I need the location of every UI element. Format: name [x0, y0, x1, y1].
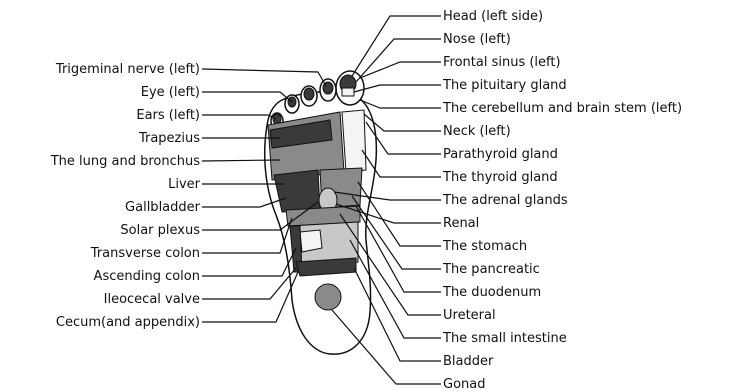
label-pancreatic: The pancreatic: [442, 262, 540, 277]
label-frontal: Frontal sinus (left): [443, 55, 561, 70]
label-pituitary: The pituitary gland: [442, 78, 567, 93]
leader-neck: [364, 114, 441, 131]
label-gonad: Gonad: [443, 377, 486, 392]
label-duodenum: The duodenum: [442, 285, 541, 300]
gonad-zone: [315, 284, 341, 310]
label-head: Head (left side): [443, 9, 543, 24]
label-solar: Solar plexus: [120, 223, 200, 238]
label-cecum: Cecum(and appendix): [56, 315, 200, 330]
label-lung: The lung and bronchus: [50, 154, 201, 169]
leader-eye: [202, 92, 292, 102]
label-transverse: Transverse colon: [90, 246, 200, 261]
label-gallbladder: Gallbladder: [125, 200, 201, 215]
label-liver: Liver: [168, 177, 201, 192]
leader-ascending: [202, 248, 296, 276]
label-ileocecal: Ileocecal valve: [104, 292, 200, 307]
leader-ears: [202, 115, 276, 119]
leader-cecum: [202, 272, 298, 322]
label-ascending: Ascending colon: [94, 269, 200, 284]
third-toe-zone: [304, 88, 314, 100]
label-stomach: The stomach: [442, 239, 527, 254]
leader-cerebellum: [360, 100, 441, 108]
intestine-pattern: [300, 230, 322, 252]
label-adrenal: The adrenal glands: [442, 193, 568, 208]
label-nose: Nose (left): [443, 32, 511, 47]
label-bladder: Bladder: [443, 354, 494, 369]
label-eye: Eye (left): [141, 85, 200, 100]
right-label-group: Head (left side) Nose (left) Frontal sin…: [332, 9, 682, 392]
leader-pituitary: [354, 85, 441, 92]
leader-parathyroid: [366, 122, 441, 154]
label-thyroid: The thyroid gland: [442, 170, 558, 185]
leader-head: [352, 16, 441, 76]
label-trigeminal: Trigeminal nerve (left): [55, 62, 200, 77]
label-cerebellum: The cerebellum and brain stem (left): [442, 101, 682, 116]
leader-nose: [356, 39, 441, 82]
label-trapezius: Trapezius: [138, 131, 200, 146]
label-renal: Renal: [443, 216, 479, 231]
label-ureteral: Ureteral: [443, 308, 496, 323]
thyroid-zone: [342, 110, 366, 172]
label-parathyroid: Parathyroid gland: [443, 147, 558, 162]
label-ears: Ears (left): [136, 108, 200, 123]
label-neck: Neck (left): [443, 124, 511, 139]
pituitary-zone: [342, 88, 354, 96]
label-small-intestine: The small intestine: [442, 331, 567, 346]
leader-ileocecal: [202, 268, 296, 299]
leader-trigeminal: [202, 69, 326, 86]
